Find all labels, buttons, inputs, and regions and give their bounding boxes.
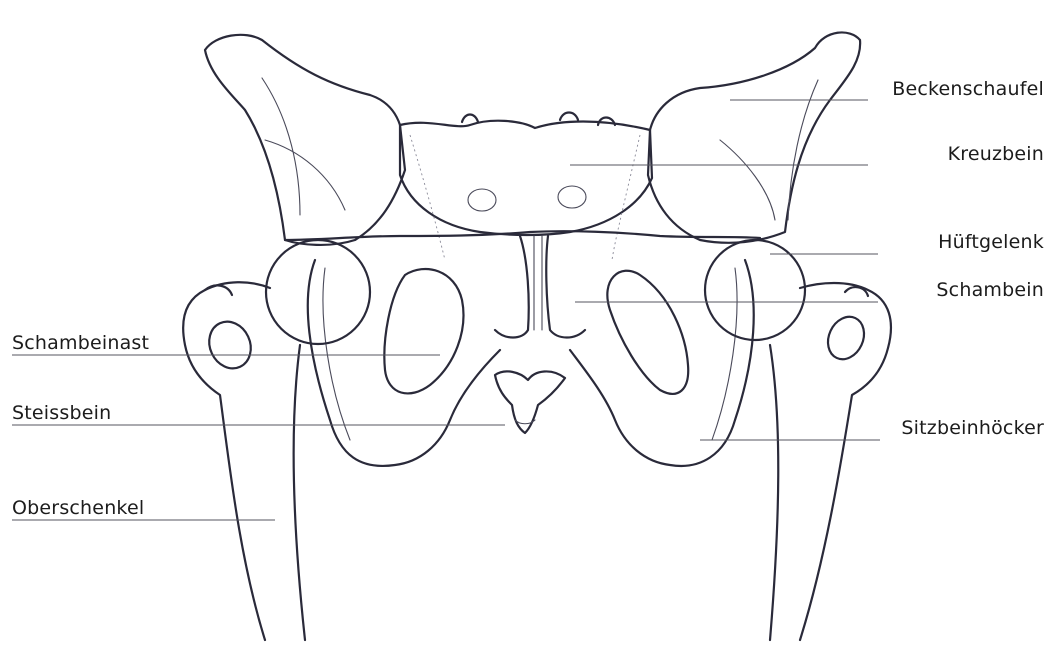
- pubic-symphysis-right: [546, 236, 585, 338]
- label-kreuzbein: Kreuzbein: [948, 143, 1044, 165]
- right-ischium-inner: [712, 268, 737, 440]
- sacral-foramen-left: [468, 189, 496, 211]
- label-oberschenkel: Oberschenkel: [12, 497, 144, 519]
- left-femur: [183, 282, 270, 640]
- right-ilium: [648, 32, 860, 242]
- left-trochanter-tip: [205, 285, 232, 295]
- label-beckenschaufel: Beckenschaufel: [892, 78, 1044, 100]
- left-ilium-fold: [265, 140, 345, 210]
- left-trochanter-fossa: [202, 315, 259, 375]
- right-ischium: [570, 260, 754, 466]
- right-obturator-foramen: [607, 271, 688, 394]
- left-ischium: [308, 260, 500, 466]
- sacrum-faint-left: [410, 135, 445, 260]
- sacrum-knob-2: [560, 113, 578, 121]
- right-femoral-head: [705, 240, 805, 340]
- left-femur-inner-edge: [294, 345, 305, 640]
- left-ilium-inner-line: [262, 78, 300, 215]
- right-ilium-fold: [720, 140, 775, 220]
- sacrum-knob-1: [462, 115, 478, 123]
- sacrum-faint-right: [612, 135, 640, 260]
- left-obturator-foramen: [384, 269, 463, 393]
- label-hueftgelenk: Hüftgelenk: [938, 231, 1044, 253]
- sacral-foramen-right: [558, 186, 586, 208]
- right-femur-inner-edge: [770, 345, 778, 640]
- right-femur: [800, 283, 891, 640]
- right-trochanter-fossa: [821, 311, 870, 365]
- pubic-symphysis-left: [495, 236, 529, 338]
- left-ilium: [205, 35, 405, 245]
- left-femoral-head: [266, 240, 370, 344]
- coccyx: [495, 371, 565, 433]
- label-sitzbeinhoecker: Sitzbeinhöcker: [901, 417, 1044, 439]
- label-steissbein: Steissbein: [12, 402, 111, 424]
- sacrum: [400, 121, 652, 235]
- label-schambein: Schambein: [936, 279, 1044, 301]
- label-schambeinast: Schambeinast: [12, 332, 149, 354]
